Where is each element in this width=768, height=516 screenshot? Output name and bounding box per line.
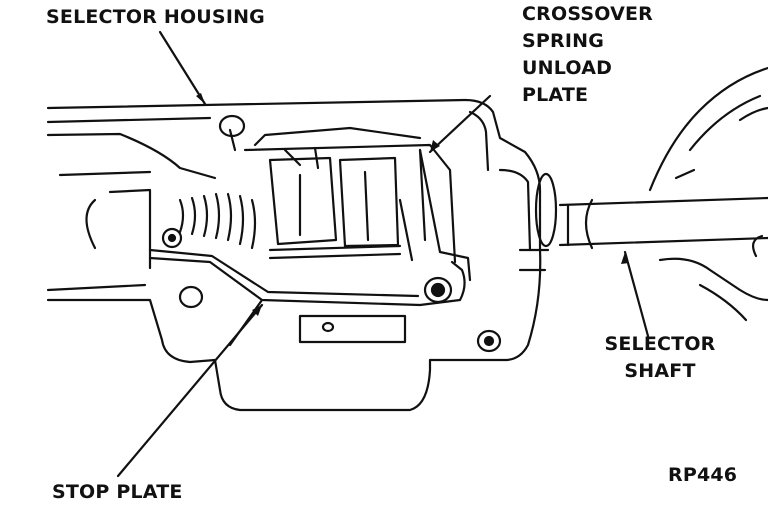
label-selector-shaft-line-1: SELECTOR xyxy=(604,333,716,355)
leader-selector-shaft xyxy=(623,250,650,338)
label-crossover-line-1: CROSSOVER xyxy=(522,3,653,25)
leader-stop-plate xyxy=(116,303,264,478)
leader-selector-housing xyxy=(158,30,207,106)
figure-code: RP446 xyxy=(668,464,738,486)
shift-gate xyxy=(268,146,402,260)
label-crossover-line-4: PLATE xyxy=(522,84,589,106)
arrowhead-shaft xyxy=(621,252,629,264)
selector-shaft xyxy=(518,172,768,272)
selector-housing-outline xyxy=(46,98,542,412)
technician-hand xyxy=(648,66,768,322)
arrowhead-crossover xyxy=(430,140,440,152)
housing-bolt-holes xyxy=(178,114,502,353)
label-selector-shaft: SELECTOR SHAFT xyxy=(598,331,722,385)
label-crossover-line-2: SPRING xyxy=(522,30,605,52)
label-selector-shaft-line-2: SHAFT xyxy=(624,360,696,382)
stop-plate xyxy=(148,248,466,347)
crossover-spring-unload-plate xyxy=(243,126,472,282)
label-selector-housing: SELECTOR HOUSING xyxy=(46,6,265,28)
label-crossover-line-3: UNLOAD xyxy=(522,57,613,79)
arrowhead-stop xyxy=(252,305,262,316)
leader-arrowheads xyxy=(196,93,629,316)
detent-springs xyxy=(85,188,257,270)
label-crossover-spring-unload-plate: CROSSOVER SPRING UNLOAD PLATE xyxy=(522,1,653,109)
leader-crossover-plate xyxy=(428,94,492,154)
leader-lines xyxy=(116,30,650,478)
label-stop-plate: STOP PLATE xyxy=(52,481,183,503)
arrowhead-housing xyxy=(196,93,205,104)
